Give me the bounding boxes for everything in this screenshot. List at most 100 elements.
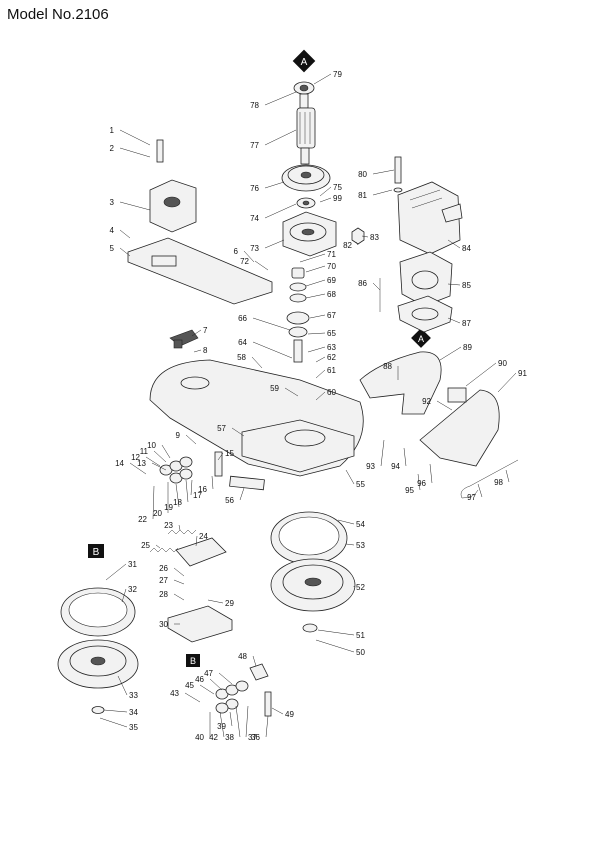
part-label-72: 72 [240, 257, 249, 266]
svg-text:B: B [93, 547, 100, 558]
part-label-77: 77 [250, 141, 259, 150]
leader-line-34 [103, 709, 128, 713]
part-label-43: 43 [170, 689, 179, 698]
leader-line-97 [477, 483, 483, 498]
leader-line-49 [271, 707, 284, 715]
part-label-22: 22 [138, 515, 147, 524]
leader-line-28 [173, 593, 185, 601]
wheel-33 [57, 639, 139, 689]
part-label-87: 87 [462, 319, 471, 328]
part-label-17: 17 [193, 491, 202, 500]
leader-line-95 [417, 473, 421, 491]
leader-line-19 [175, 483, 180, 508]
part-label-81: 81 [358, 191, 367, 200]
part-label-79: 79 [333, 70, 342, 79]
part-label-36: 36 [251, 733, 260, 742]
part-label-40: 40 [195, 733, 204, 742]
bearing-74 [296, 197, 316, 209]
marker-b-left: B [88, 544, 104, 558]
part-label-88: 88 [383, 362, 392, 371]
part-label-92: 92 [422, 397, 431, 406]
part-label-23: 23 [164, 521, 173, 530]
leader-line-57 [231, 427, 245, 437]
helical-gear [281, 164, 331, 192]
blade-guide-plate-56 [229, 475, 265, 491]
part-label-12: 12 [131, 453, 140, 462]
leader-line-5 [119, 247, 131, 257]
part-label-6: 6 [234, 247, 239, 256]
part-label-46: 46 [195, 675, 204, 684]
bearing-stack-left [159, 456, 193, 484]
leader-line-94 [403, 447, 407, 467]
leader-line-29 [207, 599, 224, 604]
part-label-19: 19 [164, 503, 173, 512]
leader-line-3 [119, 201, 151, 211]
leader-line-96 [429, 463, 433, 484]
mounting-plate-5 [127, 237, 273, 305]
leader-line-53 [345, 543, 355, 546]
part-label-82: 82 [343, 241, 352, 250]
leader-line-31 [105, 563, 127, 581]
part-label-5: 5 [110, 244, 115, 253]
leader-line-48 [252, 655, 257, 667]
leader-line-72 [254, 260, 269, 271]
part-label-50: 50 [356, 648, 365, 657]
part-label-70: 70 [327, 262, 336, 271]
part-label-71: 71 [327, 250, 336, 259]
leader-line-64 [252, 341, 293, 359]
part-label-98: 98 [494, 478, 503, 487]
part-label-60: 60 [327, 388, 336, 397]
leader-line-73 [264, 239, 285, 249]
part-label-68: 68 [327, 290, 336, 299]
guide-plate-30 [167, 605, 233, 643]
leader-line-70 [305, 265, 326, 273]
part-label-33: 33 [129, 691, 138, 700]
fan-baffle [397, 295, 453, 333]
part-label-57: 57 [217, 424, 226, 433]
leader-line-78 [264, 91, 297, 106]
leader-line-11 [153, 450, 167, 463]
leader-line-61 [315, 369, 326, 379]
leader-line-86 [372, 282, 381, 291]
leader-line-77 [264, 129, 297, 146]
leader-line-98 [505, 469, 510, 483]
part-label-20: 20 [153, 509, 162, 518]
part-label-75: 75 [333, 183, 342, 192]
tire-54 [270, 511, 348, 565]
leader-line-27 [173, 579, 185, 585]
part-label-42: 42 [209, 733, 218, 742]
part-label-93: 93 [366, 462, 375, 471]
leader-line-10 [161, 444, 171, 459]
bearing-stack-lower [215, 680, 249, 714]
part-label-80: 80 [358, 170, 367, 179]
leader-line-80 [372, 169, 395, 175]
leader-line-26 [173, 567, 185, 577]
leader-line-85 [447, 283, 461, 286]
leader-line-71 [299, 253, 326, 263]
handle-89 [359, 351, 442, 415]
leader-line-81 [372, 189, 393, 196]
part-label-11: 11 [140, 447, 149, 456]
leader-line-54 [337, 519, 355, 525]
leader-line-79 [313, 73, 332, 85]
part-label-2: 2 [110, 144, 115, 153]
part-label-45: 45 [185, 681, 194, 690]
svg-text:A: A [301, 57, 308, 68]
frame-housing [149, 359, 364, 477]
brush-holder-screw [393, 156, 403, 193]
svg-text:B: B [190, 656, 196, 666]
leader-line-66 [252, 317, 291, 331]
leader-line-36 [265, 715, 269, 738]
part-label-64: 64 [238, 338, 247, 347]
leader-line-60 [315, 391, 326, 401]
part-label-13: 13 [137, 459, 146, 468]
shaft-15 [214, 451, 223, 477]
part-label-91: 91 [518, 369, 527, 378]
leader-line-24 [195, 535, 198, 547]
part-label-83: 83 [370, 233, 379, 242]
leader-line-59 [284, 387, 299, 397]
part-label-10: 10 [147, 441, 156, 450]
leader-line-87 [447, 317, 461, 324]
brush-cap-82 [351, 227, 365, 245]
part-label-37: 37 [248, 733, 257, 742]
